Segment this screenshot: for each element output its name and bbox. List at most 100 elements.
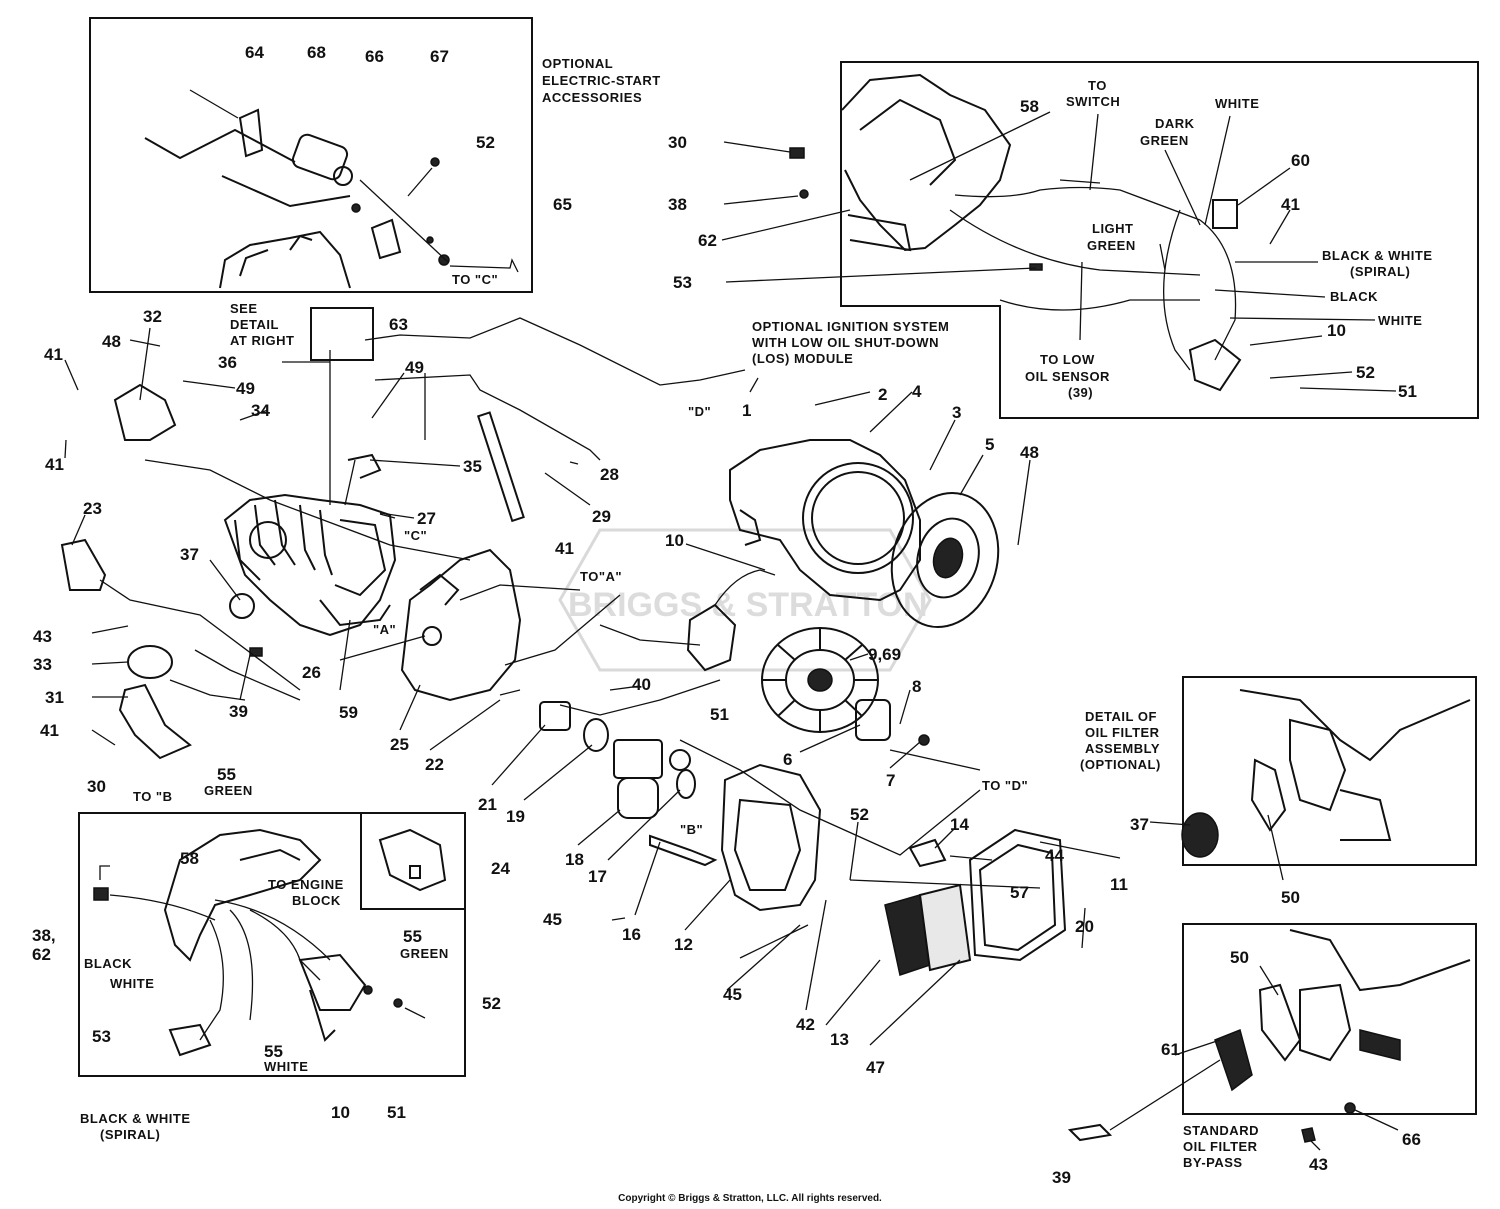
- part-17: 17: [588, 867, 607, 886]
- part-9-69: 9,69: [868, 645, 901, 664]
- part-25: 25: [390, 735, 409, 754]
- part-39-bottom: 39: [1052, 1168, 1071, 1187]
- label-oil-detail-1: DETAIL OF: [1085, 709, 1157, 724]
- part-39-main: 39: [229, 702, 248, 721]
- label-a: "A": [373, 622, 396, 637]
- part-45-b: 45: [723, 985, 742, 1004]
- back-plate: [400, 548, 522, 702]
- part-21: 21: [478, 795, 497, 814]
- engine-block: [223, 350, 397, 637]
- part-41-top: 41: [1281, 195, 1300, 214]
- part-48-right: 48: [1020, 443, 1039, 462]
- part-27: 27: [417, 509, 436, 528]
- label-low-oil-1: TO LOW: [1040, 352, 1095, 367]
- part-26: 26: [302, 663, 321, 682]
- label-b: "B": [680, 822, 703, 837]
- bypass-parts: [1067, 929, 1471, 1151]
- label-ignition-1: OPTIONAL IGNITION SYSTEM: [752, 319, 949, 334]
- label-dark-green-1: DARK: [1155, 116, 1195, 131]
- label-green-2: GREEN: [400, 946, 449, 961]
- part-66-b: 66: [1402, 1130, 1421, 1149]
- part-53-top: 53: [673, 273, 692, 292]
- part-33: 33: [33, 655, 52, 674]
- label-light-green-1: LIGHT: [1092, 221, 1134, 236]
- part-41-d: 41: [555, 539, 574, 558]
- electric-start-parts: [144, 89, 519, 289]
- part-43-b: 43: [1309, 1155, 1328, 1174]
- part-18: 18: [565, 850, 584, 869]
- part-40: 40: [632, 675, 651, 694]
- blower-housing: [729, 439, 921, 602]
- part-41-c: 41: [40, 721, 59, 740]
- small-detail-box: [360, 812, 466, 910]
- part-35: 35: [463, 457, 482, 476]
- part-32: 32: [143, 307, 162, 326]
- part-1: 1: [742, 401, 751, 420]
- label-electric-start-3: ACCESSORIES: [542, 90, 642, 105]
- part-19: 19: [506, 807, 525, 826]
- part-53-left: 53: [92, 1027, 111, 1046]
- copyright-notice: Copyright © Briggs & Stratton, LLC. All …: [618, 1193, 882, 1204]
- label-black-left: BLACK: [84, 956, 132, 971]
- label-see-detail-3: AT RIGHT: [230, 333, 294, 348]
- watermark-text: BRIGGS & STRATTON: [568, 586, 928, 624]
- part-4: 4: [912, 382, 922, 401]
- part-60: 60: [1291, 151, 1310, 170]
- label-d: "D": [688, 404, 711, 419]
- part-38-left: 38,: [32, 926, 56, 945]
- part-10-main: 10: [665, 531, 684, 550]
- label-low-oil-3: (39): [1068, 385, 1093, 400]
- part-34: 34: [251, 401, 270, 420]
- part-5: 5: [985, 435, 994, 454]
- label-standard-1: STANDARD: [1183, 1123, 1259, 1138]
- label-to-switch-2: SWITCH: [1066, 94, 1120, 109]
- part-23: 23: [83, 499, 102, 518]
- label-to-a: TO"A": [580, 569, 622, 584]
- part-8: 8: [912, 677, 921, 696]
- part-11: 11: [1110, 875, 1128, 894]
- leader-lines: [64, 327, 1121, 1046]
- label-bw-spiral-left-2: (SPIRAL): [100, 1127, 160, 1142]
- part-65: 65: [553, 195, 572, 214]
- ignition-system-box: [840, 61, 1479, 419]
- label-to-c-box: TO "C": [452, 272, 498, 287]
- part-22: 22: [425, 755, 444, 774]
- part-59: 59: [339, 703, 358, 722]
- part-68: 68: [307, 43, 326, 62]
- ignition-detail-box: [78, 812, 466, 1077]
- part-51-main: 51: [710, 705, 729, 724]
- small-parts: [60, 383, 947, 868]
- part-45-a: 45: [543, 910, 562, 929]
- label-white-top: WHITE: [1215, 96, 1259, 111]
- part-30-left: 30: [87, 777, 106, 796]
- label-ignition-2: WITH LOW OIL SHUT-DOWN: [752, 335, 939, 350]
- air-cleaner-cover: [968, 828, 1067, 962]
- part-10-left: 10: [331, 1103, 350, 1122]
- label-standard-2: OIL FILTER: [1183, 1139, 1258, 1154]
- part-44: 44: [1045, 846, 1064, 865]
- rewind-starter: [890, 491, 1000, 629]
- part-50-a: 50: [1281, 888, 1300, 907]
- part-29: 29: [592, 507, 611, 526]
- part-58-top: 58: [1020, 97, 1039, 116]
- part-6: 6: [783, 750, 792, 769]
- part-43-main: 43: [33, 627, 52, 646]
- text-labels: OPTIONAL ELECTRIC-START ACCESSORIES TO "…: [80, 56, 1433, 1170]
- flywheel: [761, 627, 891, 741]
- part-31: 31: [45, 688, 64, 707]
- part-52-top: 52: [1356, 363, 1375, 382]
- label-to-b: TO "B: [133, 789, 172, 804]
- part-41-b: 41: [45, 455, 64, 474]
- label-bw-spiral-right-1: BLACK & WHITE: [1322, 248, 1433, 263]
- part-49-b: 49: [405, 358, 424, 377]
- part-16: 16: [622, 925, 641, 944]
- label-electric-start-2: ELECTRIC-START: [542, 73, 661, 88]
- label-low-oil-2: OIL SENSOR: [1025, 369, 1110, 384]
- label-ignition-3: (LOS) MODULE: [752, 351, 853, 366]
- label-light-green-2: GREEN: [1087, 238, 1136, 253]
- see-detail-box: [310, 307, 374, 361]
- watermark: BRIGGS & STRATTON: [558, 528, 932, 672]
- label-green-1: GREEN: [204, 783, 253, 798]
- part-42: 42: [796, 1015, 815, 1034]
- part-50-b: 50: [1230, 948, 1249, 967]
